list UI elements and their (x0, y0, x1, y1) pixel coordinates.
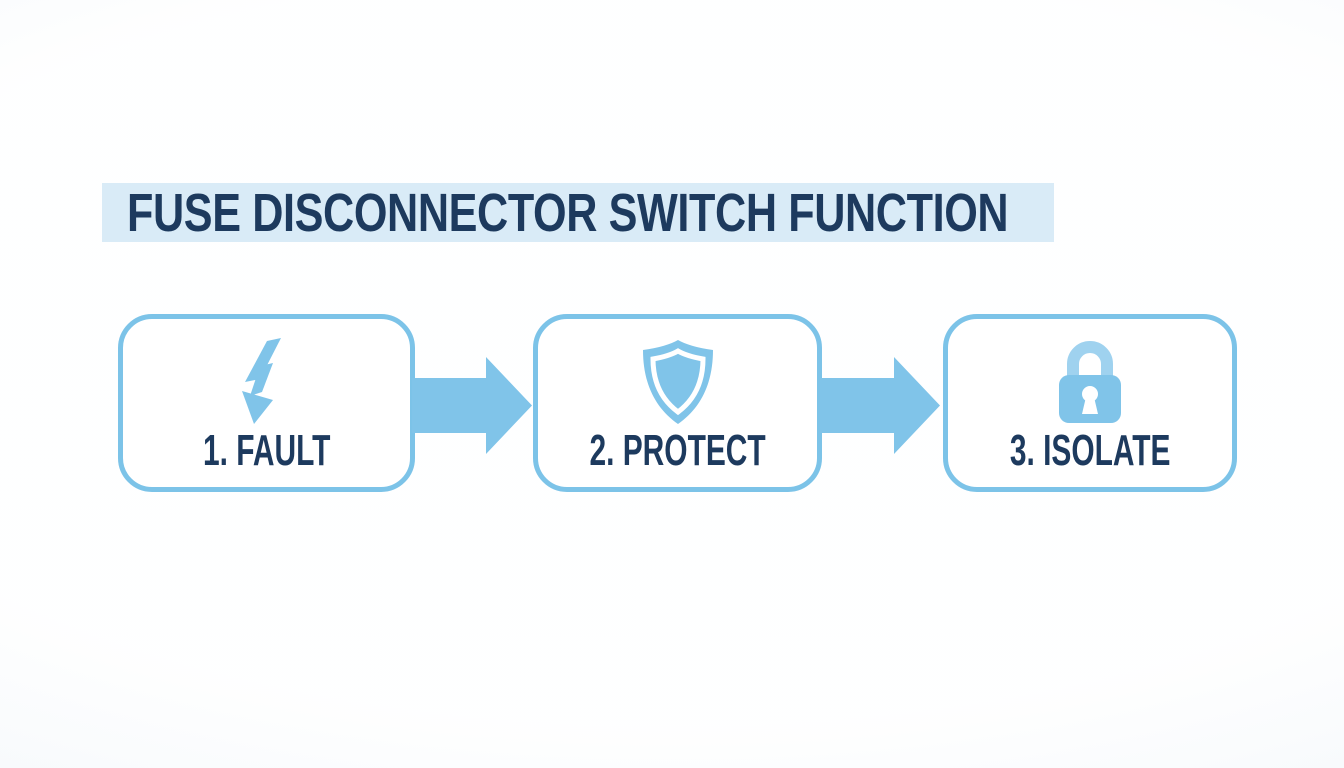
title-banner: FUSE DISCONNECTOR SWITCH FUNCTION (102, 183, 1054, 242)
step-box-fault: 1. FAULT (118, 314, 415, 492)
padlock-icon (1055, 337, 1125, 427)
step-label-isolate: 3. ISOLATE (1009, 426, 1171, 475)
step-label-fault: 1. FAULT (202, 426, 331, 475)
arrow-right-icon (820, 357, 940, 454)
step-label-protect: 2. PROTECT (589, 426, 766, 475)
page-title: FUSE DISCONNECTOR SWITCH FUNCTION (127, 182, 1009, 243)
step-box-protect: 2. PROTECT (533, 314, 822, 492)
arrow-right-icon (412, 357, 532, 454)
shield-icon (640, 337, 716, 427)
step-box-isolate: 3. ISOLATE (943, 314, 1237, 492)
lightning-bolt-icon (239, 337, 295, 427)
